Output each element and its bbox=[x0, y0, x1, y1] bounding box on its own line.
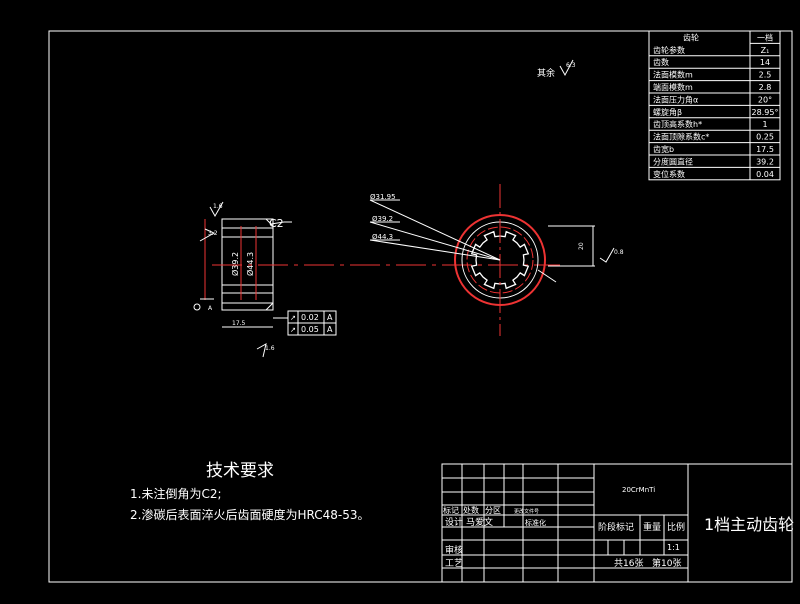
gear-param-label: 齿数 bbox=[653, 57, 669, 67]
tolerance-value: 0.02 bbox=[301, 313, 319, 322]
tolerance-symbol: ↗ bbox=[290, 314, 296, 322]
front-view: Ø31.95 Ø39.2 Ø44.3 20 0.8 bbox=[369, 184, 624, 336]
scale-value: 1:1 bbox=[667, 543, 680, 552]
gear-param-value: 20° bbox=[758, 95, 772, 104]
tech-note-1: 1.未注倒角为C2; bbox=[130, 487, 222, 501]
tolerance-datum: A bbox=[327, 325, 333, 334]
datum-marker bbox=[193, 303, 201, 311]
roughness-symbol-remaining bbox=[559, 59, 574, 77]
process-label: 工艺 bbox=[445, 558, 463, 569]
mark-cell-4: 更改文件号 bbox=[514, 508, 539, 515]
gear-param-value: 28.95° bbox=[752, 108, 779, 117]
mark-cell-3: 分区 bbox=[485, 506, 501, 515]
roughness-remaining-value: 6.3 bbox=[566, 62, 576, 69]
designer-name: 马爱文 bbox=[466, 516, 493, 528]
sheet-number: 第10张 bbox=[652, 557, 681, 569]
sheet-border bbox=[48, 30, 793, 583]
roughness-bottom: 1.6 bbox=[265, 345, 275, 352]
gear-param-label: 齿宽b bbox=[653, 144, 674, 154]
side-dia-label-2: Ø44.3 bbox=[245, 252, 255, 276]
title-block: 20CrMnTi 标记 处数 分区 更改文件号 设计 马爱文 标准化 阶段标记 … bbox=[441, 463, 793, 583]
roughness-left-top: 1.6 bbox=[213, 203, 223, 210]
gear-param-value: 一档 bbox=[757, 32, 773, 42]
tolerance-value: 0.05 bbox=[301, 325, 319, 334]
gear-param-value: 1 bbox=[762, 120, 767, 129]
roughness-right: 0.8 bbox=[614, 249, 624, 256]
chamfer-label: C2 bbox=[269, 217, 284, 230]
scale-label: 比例 bbox=[667, 521, 685, 533]
designer-label: 设计 bbox=[445, 516, 463, 528]
front-dia-label-1: Ø31.95 bbox=[370, 193, 396, 201]
tolerance-symbol: ↗ bbox=[290, 326, 296, 334]
gear-param-value: 39.2 bbox=[756, 157, 774, 166]
gear-param-label: 法面模数m bbox=[653, 70, 693, 80]
hub-dimension: 20 bbox=[578, 242, 585, 250]
stage-mark-label: 阶段标记 bbox=[598, 521, 634, 533]
tech-requirements-title: 技术要求 bbox=[206, 461, 274, 481]
mark-cell-1: 标记 bbox=[443, 505, 459, 515]
gear-param-value: 2.8 bbox=[759, 83, 772, 92]
weight-label: 重量 bbox=[643, 521, 661, 533]
review-label: 审核 bbox=[445, 544, 463, 556]
tech-note-2: 2.渗碳后表面淬火后齿面硬度为HRC48-53。 bbox=[130, 508, 370, 522]
side-section-view: C2 Ø39.2 Ø44.3 17.5 1.6 3.2 A 1.6 bbox=[193, 201, 292, 358]
part-name: 1档主动齿轮 bbox=[704, 515, 795, 534]
material-label: 20CrMnTi bbox=[622, 486, 655, 494]
gear-param-label: 螺旋角β bbox=[653, 107, 682, 117]
gear-param-label: 齿轮参数 bbox=[653, 45, 685, 55]
gear-param-label: 分度圆直径 bbox=[653, 156, 693, 166]
remaining-roughness-label: 其余 bbox=[537, 67, 555, 79]
front-dia-label-2: Ø39.2 bbox=[372, 215, 393, 223]
gear-param-value: 0.04 bbox=[756, 170, 774, 179]
gear-param-label: 齿顶高系数h* bbox=[653, 119, 702, 129]
datum-label: A bbox=[208, 305, 213, 312]
gear-param-label: 齿轮 bbox=[683, 32, 699, 42]
gear-param-value: 17.5 bbox=[756, 145, 774, 154]
gear-param-value: Z₁ bbox=[761, 46, 770, 55]
width-dimension: 17.5 bbox=[232, 320, 246, 327]
gear-param-value: 14 bbox=[760, 58, 770, 67]
gear-param-label: 法面压力角α bbox=[653, 94, 698, 104]
gear-param-label: 变位系数 bbox=[653, 169, 685, 179]
roughness-left-mid: 3.2 bbox=[208, 230, 218, 237]
gear-param-value: 2.5 bbox=[759, 71, 772, 80]
front-dia-label-3: Ø44.3 bbox=[372, 233, 393, 241]
gear-param-label: 法面顶隙系数c* bbox=[653, 132, 709, 142]
standardization-label: 标准化 bbox=[525, 518, 546, 527]
gear-param-label: 端面模数m bbox=[653, 82, 693, 92]
tolerance-datum: A bbox=[327, 313, 333, 322]
sheets-total: 共16张 bbox=[614, 558, 643, 569]
gear-param-value: 0.25 bbox=[756, 133, 774, 142]
mark-cell-2: 处数 bbox=[463, 505, 479, 515]
side-dia-label-1: Ø39.2 bbox=[230, 252, 240, 276]
